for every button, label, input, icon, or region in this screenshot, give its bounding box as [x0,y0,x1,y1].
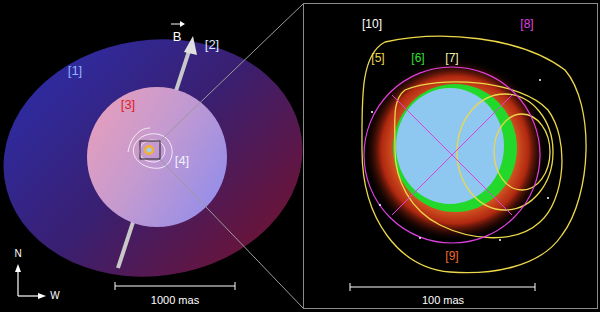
contours [362,36,586,272]
zoom-panel [304,4,598,309]
callout-number: [10] [362,18,382,30]
vector-symbol: B [173,30,182,43]
green-ring [393,84,517,212]
callout-number: [4] [175,154,189,167]
magenta-circle [364,67,540,243]
stellar-disk [396,88,504,204]
scale-label: 100 mas [422,295,464,306]
star-dot [144,145,154,155]
callout-number: [3] [121,98,135,111]
magenta-cross [392,95,512,215]
inner-disk [87,87,227,227]
vector-head [180,21,185,27]
scale-label: 1000 mas [151,295,199,306]
scale-bar [115,282,235,290]
callout-number: [7] [445,52,458,64]
field-arrowhead [184,36,197,55]
compass [15,264,46,299]
callout-number: [9] [445,250,458,262]
compass-label: N [14,249,21,259]
zoom-box [140,141,160,159]
callout-number: [6] [411,52,424,64]
zoom-line [160,4,303,141]
glow [363,58,547,242]
speckles [371,79,549,241]
star-core [147,148,152,153]
callout-number: [8] [520,18,533,30]
callout-number: [1] [68,64,82,77]
callout-number: [5] [371,52,384,64]
compass-label: W [50,291,59,301]
envelope-ellipse [0,20,318,295]
callout-number: [2] [205,38,219,51]
contour-map-small [128,128,172,168]
scale-bar [350,283,535,291]
